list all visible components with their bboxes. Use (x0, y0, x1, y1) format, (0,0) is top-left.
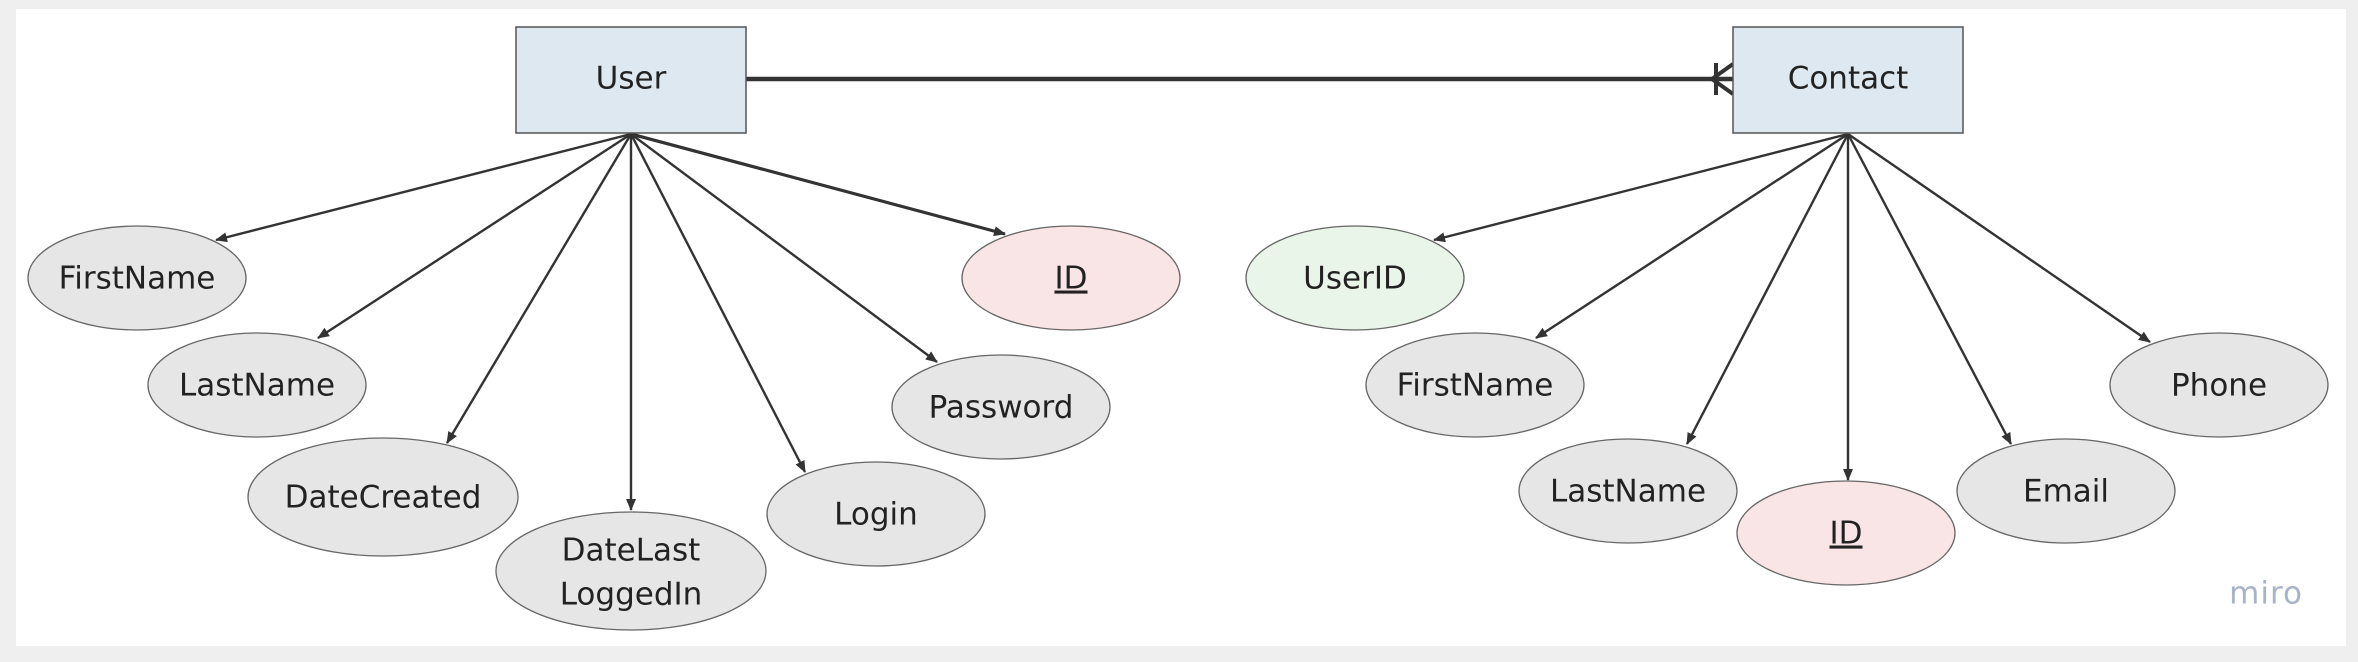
svg-text:LastName: LastName (179, 368, 335, 404)
entity-user-label: User (596, 61, 667, 97)
svg-text:LastName: LastName (1550, 474, 1706, 510)
attribute-user-datecreated[interactable]: DateCreated (247, 437, 519, 557)
attribute-contact-id[interactable]: ID (1736, 480, 1956, 586)
connector-contact-email[interactable] (1846, 133, 2013, 445)
attribute-contact-phone[interactable]: Phone (2109, 332, 2329, 438)
connector-user-datecreated[interactable] (445, 133, 633, 444)
connector-user-password[interactable] (630, 133, 938, 363)
attribute-contact-firstname[interactable]: FirstName (1365, 332, 1585, 438)
foreign-key-label: UserID (1303, 261, 1407, 297)
connector-contact-phone[interactable] (1847, 133, 2151, 343)
entity-contact[interactable]: Contact (1732, 26, 1964, 134)
svg-text:Password: Password (929, 390, 1074, 426)
primary-key-label: ID (1054, 261, 1087, 297)
attribute-user-firstname[interactable]: FirstName (27, 225, 247, 331)
attribute-user-lastname[interactable]: LastName (147, 332, 367, 438)
connector-user-firstname[interactable] (215, 132, 632, 243)
svg-text:DateCreated: DateCreated (285, 480, 482, 516)
attribute-user-datelastloggedin[interactable]: DateLast LoggedIn (495, 511, 767, 631)
attribute-contact-lastname[interactable]: LastName (1518, 438, 1738, 544)
connector-contact-userid[interactable] (1433, 132, 1849, 243)
connector-user-login[interactable] (629, 133, 807, 473)
attribute-user-login[interactable]: Login (766, 461, 986, 567)
entity-user[interactable]: User (515, 26, 747, 134)
attribute-contact-userid[interactable]: UserID (1245, 225, 1465, 331)
connector-contact-lastname[interactable] (1685, 133, 1850, 445)
svg-text:LoggedIn: LoggedIn (560, 577, 703, 613)
svg-text:DateLast: DateLast (562, 533, 701, 569)
connector-contact-firstname[interactable] (1535, 132, 1849, 340)
svg-text:Email: Email (2023, 474, 2109, 510)
primary-key-label: ID (1829, 516, 1862, 552)
relationship-user-contact[interactable] (746, 62, 1735, 96)
connector-user-id[interactable] (630, 132, 1006, 236)
connector-user-lastname[interactable] (317, 132, 632, 340)
attribute-contact-email[interactable]: Email (1956, 438, 2176, 544)
attribute-user-id[interactable]: ID (961, 225, 1181, 331)
miro-logo: miro (2229, 576, 2303, 612)
entity-contact-label: Contact (1788, 61, 1909, 97)
svg-text:Phone: Phone (2171, 368, 2267, 404)
attribute-user-password[interactable]: Password (891, 354, 1111, 460)
svg-text:FirstName: FirstName (59, 261, 216, 297)
svg-text:Login: Login (834, 497, 918, 533)
svg-text:FirstName: FirstName (1397, 368, 1554, 404)
